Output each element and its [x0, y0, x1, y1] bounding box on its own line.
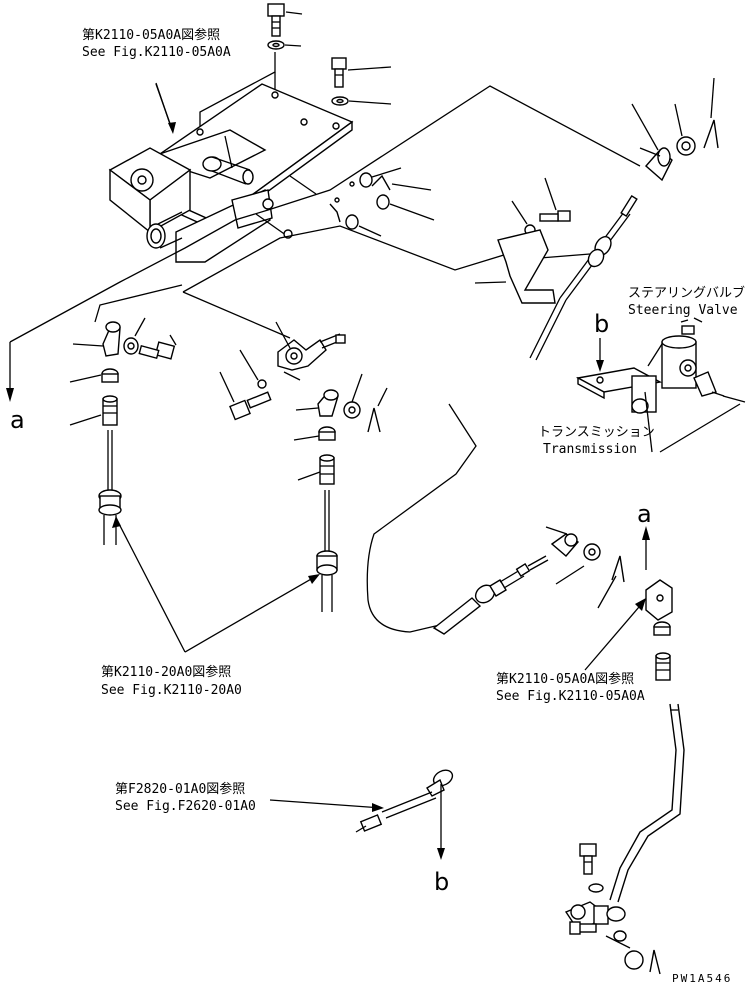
transmission-en: Transmission [543, 442, 637, 457]
center-rod-end [295, 373, 388, 433]
steering-valve-en: Steering Valve [628, 303, 738, 318]
center-bolt [219, 371, 272, 421]
top-washer-1 [267, 40, 302, 50]
mark-b-right: b [594, 310, 609, 338]
cable-bracket [474, 177, 571, 304]
lower-right-bolt [579, 843, 604, 893]
right-nut [653, 621, 671, 636]
ref-top-en: See Fig.K2110-05A0A [82, 45, 231, 60]
transmission-rod-end [545, 526, 625, 609]
right-control-rod [609, 703, 685, 903]
drawing-code: PW1A546 [672, 972, 732, 985]
mark-a-left: a [10, 406, 25, 434]
pin-clip-lower [329, 197, 382, 237]
steering-valve-jp: ステアリングバルブ [628, 285, 745, 301]
ref-bottom-en: See Fig.F2620-01A0 [115, 799, 256, 814]
transmission-jp: トランスミッション [538, 425, 655, 440]
mark-b-bottom: b [434, 868, 449, 896]
center-nut [293, 426, 336, 441]
pin-clip-upper [349, 167, 435, 221]
transmission-cable [432, 555, 549, 635]
center-control-cable [316, 490, 338, 612]
left-control-cable [98, 430, 122, 545]
left-nut [69, 368, 119, 383]
rod-end-upper-right [631, 77, 719, 182]
mark-a-right: a [637, 500, 652, 528]
top-washer-2 [331, 96, 392, 106]
center-threaded-end [297, 454, 335, 485]
lower-right-clevis [564, 901, 661, 975]
ref-top-jp: 第K2110-05A0A図参照 [82, 27, 220, 43]
ref-right-jp: 第K2110-05A0A図参照 [496, 671, 634, 687]
ref-mid-en: See Fig.K2110-20A0 [101, 683, 242, 698]
control-cable-diagonal [529, 194, 638, 361]
steering-valve-bracket [575, 317, 725, 414]
control-bracket-plate [108, 83, 354, 263]
left-rod-end [72, 317, 177, 360]
left-threaded-end [69, 395, 118, 426]
ref-right-en: See Fig.K2110-05A0A [496, 689, 645, 704]
right-rod-end [645, 579, 673, 621]
ref-mid-jp: 第K2110-20A0図参照 [101, 664, 231, 680]
center-lever [239, 321, 346, 389]
ref-bottom-jp: 第F2820-01A0図参照 [115, 781, 245, 797]
top-bolt-2 [331, 57, 392, 88]
right-threaded-end [655, 652, 671, 681]
top-bolt-1 [267, 3, 303, 37]
bottom-rod-assembly [355, 769, 454, 833]
